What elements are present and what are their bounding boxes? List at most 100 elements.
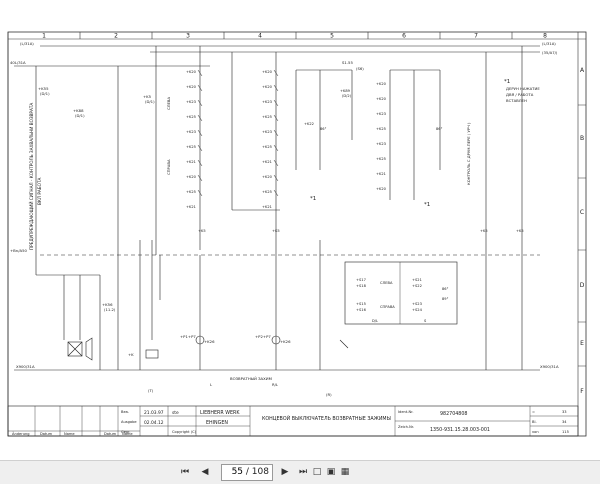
legend-switch: +S15 [356, 302, 366, 306]
contact-label: +K20 [186, 85, 197, 89]
degree-label: 86° [320, 127, 327, 131]
bottom-mark: R/L [272, 382, 279, 387]
contact-label: +K25 [186, 190, 196, 194]
column-numbers: 1 2 3 4 5 6 7 8 [42, 33, 547, 40]
rail-label: S1.55 [342, 60, 353, 65]
drawing-frame [7, 31, 587, 437]
rail-label: +Bn/A50 [10, 248, 27, 253]
drawing-title: КОНЦЕВОЙ ВЫКЛЮЧАТЕЛЬ ВОЗВРАТНЫЕ ЗАЖИМЫ [262, 415, 391, 422]
rail-label: X900/31A [16, 364, 35, 369]
component-label: (D/2) [342, 94, 352, 98]
copyright-text: Copyright (C) [172, 430, 197, 434]
row-letter: B [580, 135, 584, 142]
title-block-header: Änderung [12, 431, 30, 436]
bottom-ref: (R) [326, 392, 332, 397]
column-number: 4 [258, 33, 262, 40]
row-letter: D [580, 282, 585, 289]
legend-caption: S [424, 319, 427, 323]
contact-label: +K23 [376, 112, 386, 116]
rail-label: (S6) [356, 66, 364, 71]
legend-degree: 89° [442, 297, 449, 301]
sheet-label: = [532, 410, 535, 414]
contact-label: +K25 [186, 145, 196, 149]
legend-side: СПРАВА [380, 305, 395, 309]
note-text: ВСТАВЛЕН [506, 98, 527, 103]
contact-label: +K21 [262, 160, 272, 164]
note-star: *1 [310, 196, 316, 202]
vertical-label: КОНТРОЛЬ С ДРУМ.ПЕРЕ ( УРЧ ) [466, 122, 471, 185]
prev-page-icon[interactable]: ◀ [201, 467, 209, 477]
legend-switch: +S24 [412, 308, 423, 312]
legend-caption: D/L [372, 319, 378, 323]
row-letter: C [580, 209, 584, 216]
component-label: +K5 [272, 229, 280, 233]
sheet-value: 33 [562, 410, 567, 414]
column-number: 6 [402, 33, 406, 40]
row-letters: A B C D E F [580, 67, 585, 395]
page-total: / 108 [245, 467, 269, 477]
column-number: 2 [114, 33, 118, 40]
next-page-icon[interactable]: ▶ [281, 467, 289, 477]
contact-label: +K25 [376, 157, 386, 161]
bottom-mark: L [210, 382, 213, 387]
title-block-header: Name [64, 432, 75, 436]
legend-switch: +S22 [412, 284, 422, 288]
contact-label: +K23 [186, 100, 196, 104]
vertical-label: СЛЕВА [166, 96, 171, 110]
date-value: 21.03.97 [144, 410, 164, 416]
contact-label: +K20 [262, 85, 273, 89]
ident-label: Ident-Nr. [398, 410, 414, 414]
column-number: 5 [330, 33, 334, 40]
component-label: +K55 [38, 86, 49, 91]
contact-label: +K25 [262, 115, 272, 119]
component-label: +K5 [516, 229, 524, 233]
component-label: (D/1) [145, 99, 155, 104]
component-label: (D/1) [75, 113, 85, 118]
rail-label: (35/A7/) [542, 50, 558, 55]
sheet-label: von [532, 430, 539, 434]
page-indicator: / 108 [221, 464, 273, 481]
contact-label: +K20 [376, 187, 387, 191]
two-page-icon[interactable]: ▣ [326, 467, 336, 477]
title-block-row: Gepr. [121, 430, 131, 434]
component-label: +K5 [143, 94, 152, 99]
switch-legend-box: +S17 +S18 СЛЕВА +S21 +S22 86° +S15 +S16 … [344, 261, 458, 325]
component-label: +K5 [480, 229, 488, 233]
last-page-icon[interactable]: ⏭ [298, 467, 308, 477]
contact-label: +K25 [262, 190, 272, 194]
contact-label: +K20 [262, 70, 273, 74]
schematic-diagram: 1 2 3 4 5 6 7 8 A B C D E F (L/31A) (L/3… [7, 31, 587, 437]
contact-label: +K20 [262, 175, 273, 179]
legend-switch: +S21 [412, 278, 422, 282]
vertical-label: ВКЛ РАБОТА [37, 178, 42, 205]
company-name: LIEBHERR WERK [200, 410, 240, 416]
column-number: 7 [474, 33, 478, 40]
contact-label: +K21 [186, 205, 196, 209]
title-block-header: Datum [104, 432, 117, 436]
degree-label: 86° [436, 127, 443, 131]
component-label: +P1+P7 [180, 334, 196, 339]
row-letter: E [580, 340, 584, 347]
component-ref: (D/1) [40, 91, 50, 96]
sheet-value: 34 [562, 420, 567, 424]
page-number-input[interactable] [225, 467, 244, 477]
power-rails [14, 45, 540, 371]
first-page-icon[interactable]: ⏮ [180, 467, 190, 477]
note-text: ДЕРУН НАЖАТИЕ [506, 86, 540, 91]
contact-label: +K25 [376, 127, 386, 131]
rail-label: X900/31A [540, 364, 559, 369]
pdf-toolbar: ⏮ ◀ / 108 ▶ ⏭ □ ▣ ▦ [0, 460, 600, 484]
bottom-note: ВОЗВРАТНЫЙ ЗАХИМ [230, 376, 272, 381]
legend-switch: +S18 [356, 284, 367, 288]
rail-label: 40L/31A [10, 60, 26, 65]
contact-label: +K25 [262, 145, 272, 149]
single-page-icon[interactable]: □ [312, 467, 322, 477]
row-letter: F [580, 388, 584, 395]
component-label: +K26 [204, 339, 215, 344]
component-label: +K26 [280, 339, 291, 344]
note-star: *1 [504, 79, 510, 85]
column-number: 1 [42, 33, 46, 40]
sheet-value: 115 [562, 430, 569, 434]
column-number: 3 [186, 33, 190, 40]
thumbnails-icon[interactable]: ▦ [340, 467, 350, 477]
